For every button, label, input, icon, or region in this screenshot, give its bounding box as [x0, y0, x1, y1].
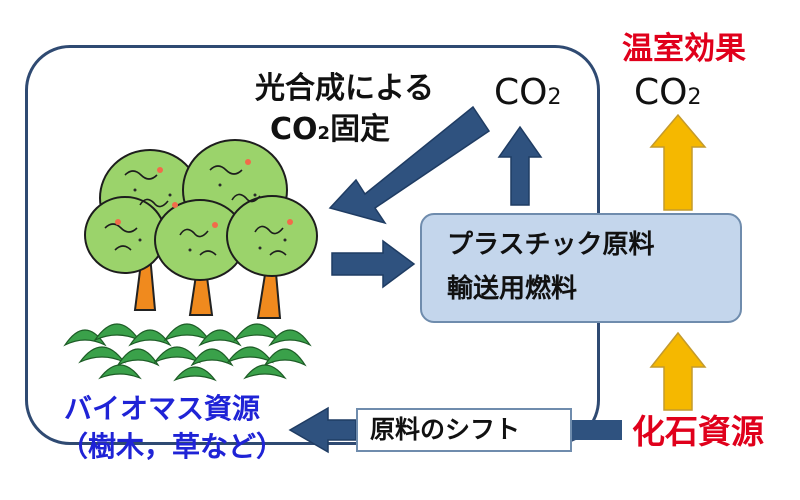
co2-biomass-label: CO2: [494, 75, 561, 111]
emission-arrow-biomass: [497, 125, 543, 206]
grass-illustration: [63, 323, 312, 382]
biomass-resources-line2: （樹木，草など）: [60, 430, 285, 463]
process-box: [420, 213, 742, 323]
trees-illustration: [84, 139, 318, 319]
emission-arrow-fossil: [649, 113, 707, 211]
photosynthesis-line1: 光合成による: [255, 71, 435, 106]
fossil-to-process-arrow: [649, 331, 707, 411]
photosynthesis-line2: CO2固定: [270, 115, 390, 145]
co2-fossil-label: CO2: [634, 75, 701, 111]
co2-biomass-sub: 2: [547, 85, 562, 110]
biomass-resources-line1: バイオマス資源: [64, 392, 261, 425]
biomass-to-process-arrow: [331, 239, 416, 289]
co2-biomass-main: CO: [494, 72, 548, 113]
photosynthesis-rest: 固定: [330, 112, 391, 147]
tree-crown-5: [226, 195, 318, 277]
fossil-resources-label: 化石資源: [632, 412, 764, 451]
photosynthesis-arrow: [328, 105, 491, 225]
co2-fossil-sub: 2: [687, 85, 702, 110]
greenhouse-label: 温室効果: [622, 31, 746, 67]
process-line1: プラスチック原料: [447, 230, 655, 260]
photosynthesis-sub: 2: [317, 123, 331, 144]
shift-arrow-tail: [572, 420, 622, 440]
process-line2: 輸送用燃料: [447, 274, 578, 304]
shift-label: 原料のシフト: [370, 415, 521, 444]
co2-fossil-main: CO: [634, 72, 688, 113]
photosynthesis-co: CO: [270, 112, 318, 147]
shift-box: [356, 408, 572, 452]
shift-arrow-head: [288, 406, 357, 454]
tree-crown-3: [84, 196, 166, 274]
